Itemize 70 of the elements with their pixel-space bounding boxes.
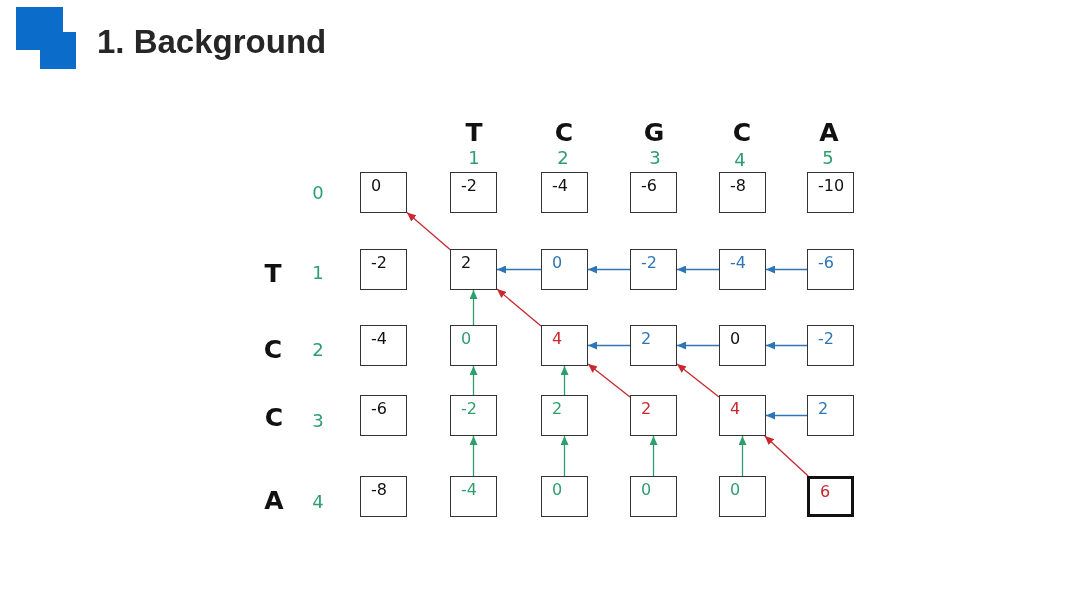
index-number: 3 [312, 409, 324, 431]
matrix-cell: -6 [360, 395, 407, 436]
matrix-cell: 0 [541, 249, 588, 290]
matrix-cell: 0 [541, 476, 588, 517]
slide-title: 1. Background [97, 22, 327, 62]
matrix-cell: -2 [450, 172, 497, 213]
arrow [676, 265, 720, 274]
index-number: 5 [822, 146, 834, 168]
sequence-letter: C [263, 334, 283, 364]
matrix-cell: -8 [360, 476, 407, 517]
matrix-cell: -8 [719, 172, 766, 213]
sequence-letter: A [819, 117, 839, 147]
arrow [496, 265, 542, 274]
matrix-cell: -4 [450, 476, 497, 517]
matrix-cell: -2 [450, 395, 497, 436]
arrow [406, 211, 451, 251]
matrix-cell: 0 [630, 476, 677, 517]
matrix-cell: 2 [807, 395, 854, 436]
matrix-cell: 6 [807, 476, 854, 517]
arrow [649, 435, 658, 477]
sequence-letter: C [732, 117, 752, 147]
arrow [587, 363, 631, 398]
arrow [764, 435, 809, 477]
sequence-letter: G [643, 117, 665, 147]
matrix-cell: 2 [630, 325, 677, 366]
sequence-letter: T [264, 258, 282, 288]
sequence-letter: C [264, 402, 284, 432]
index-number: 0 [312, 181, 324, 203]
sequence-letter: T [465, 117, 483, 147]
matrix-cell: 0 [719, 476, 766, 517]
matrix-cell: -10 [807, 172, 854, 213]
index-number: 2 [312, 338, 324, 360]
matrix-cell: -4 [719, 249, 766, 290]
matrix-cell: -2 [360, 249, 407, 290]
matrix-cell: 0 [450, 325, 497, 366]
arrow [469, 365, 478, 396]
matrix-cell: 0 [360, 172, 407, 213]
sequence-letter: C [554, 117, 574, 147]
matrix-cell: -4 [360, 325, 407, 366]
matrix-cell: -4 [541, 172, 588, 213]
index-number: 1 [312, 261, 324, 283]
matrix-cell: 0 [719, 325, 766, 366]
index-number: 2 [557, 146, 569, 168]
arrow [560, 435, 569, 477]
arrow [496, 288, 542, 327]
arrow [738, 435, 747, 477]
matrix-cell: -6 [807, 249, 854, 290]
arrow [676, 363, 720, 398]
matrix-cell: 2 [450, 249, 497, 290]
arrow [765, 265, 808, 274]
arrow [587, 265, 631, 274]
matrix-cell: -6 [630, 172, 677, 213]
arrow [587, 341, 631, 350]
index-number: 1 [468, 146, 480, 168]
index-number: 4 [734, 148, 746, 170]
arrow [469, 289, 478, 326]
arrow [765, 341, 808, 350]
matrix-cell: 2 [630, 395, 677, 436]
index-number: 3 [649, 146, 661, 168]
sequence-letter: A [264, 485, 284, 515]
arrow [765, 411, 808, 420]
matrix-cell: 4 [719, 395, 766, 436]
matrix-cell: -2 [807, 325, 854, 366]
arrow [560, 365, 569, 396]
matrix-cell: 4 [541, 325, 588, 366]
index-number: 4 [312, 490, 324, 512]
arrow [469, 435, 478, 477]
matrix-cell: 2 [541, 395, 588, 436]
matrix-cell: -2 [630, 249, 677, 290]
arrow [676, 341, 720, 350]
